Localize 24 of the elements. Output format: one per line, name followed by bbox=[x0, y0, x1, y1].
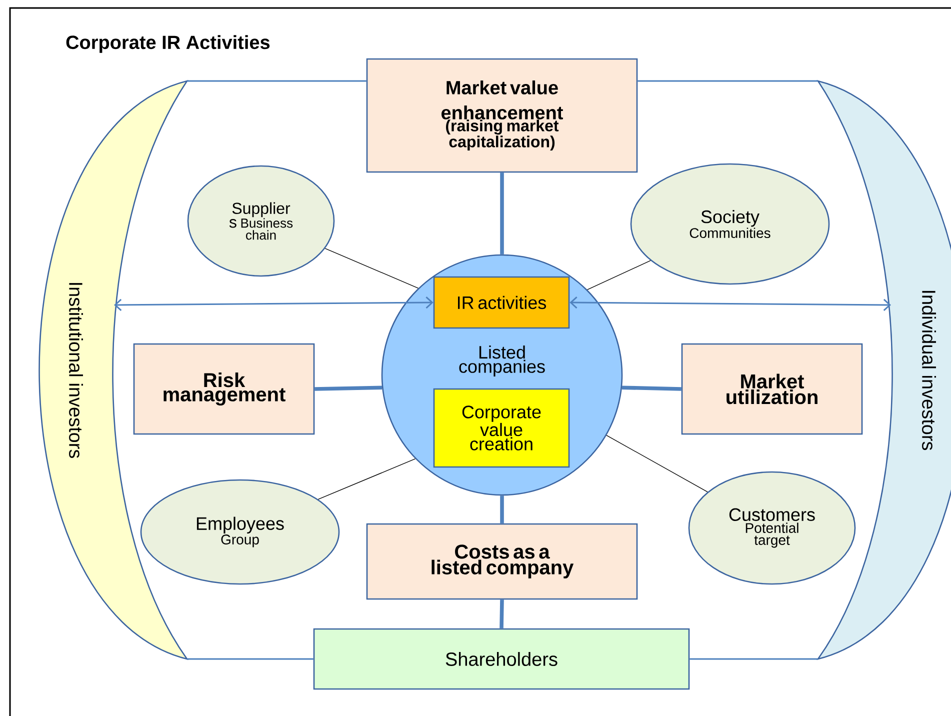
process-box: Risk management bbox=[133, 343, 315, 435]
process-box: Corporate value creation bbox=[433, 388, 570, 468]
arrow bbox=[570, 296, 891, 311]
process-box: Costs as a listed company bbox=[366, 523, 638, 600]
connector-line bbox=[622, 386, 682, 391]
connector-line bbox=[586, 260, 651, 290]
process-box: Market value enhancement (raising market capitalization) bbox=[366, 58, 638, 173]
connector-line bbox=[500, 172, 504, 254]
connector-line bbox=[638, 80, 818, 82]
connector-line bbox=[187, 658, 314, 660]
connector-line bbox=[314, 386, 382, 391]
connector-line bbox=[187, 80, 366, 82]
process-box: IR activities bbox=[433, 276, 570, 329]
title: Corporate IR Activities bbox=[66, 35, 270, 53]
connector-line bbox=[606, 434, 708, 492]
process-box: Shareholders bbox=[313, 628, 690, 690]
process-box: Market utilization bbox=[681, 343, 863, 435]
connector-line bbox=[690, 658, 818, 660]
connector-line bbox=[324, 248, 419, 289]
connector-line bbox=[318, 458, 416, 500]
connector-line bbox=[500, 600, 504, 628]
investor-band: Individual investors bbox=[817, 80, 951, 660]
arrow bbox=[114, 296, 434, 311]
connector-line bbox=[500, 496, 504, 524]
